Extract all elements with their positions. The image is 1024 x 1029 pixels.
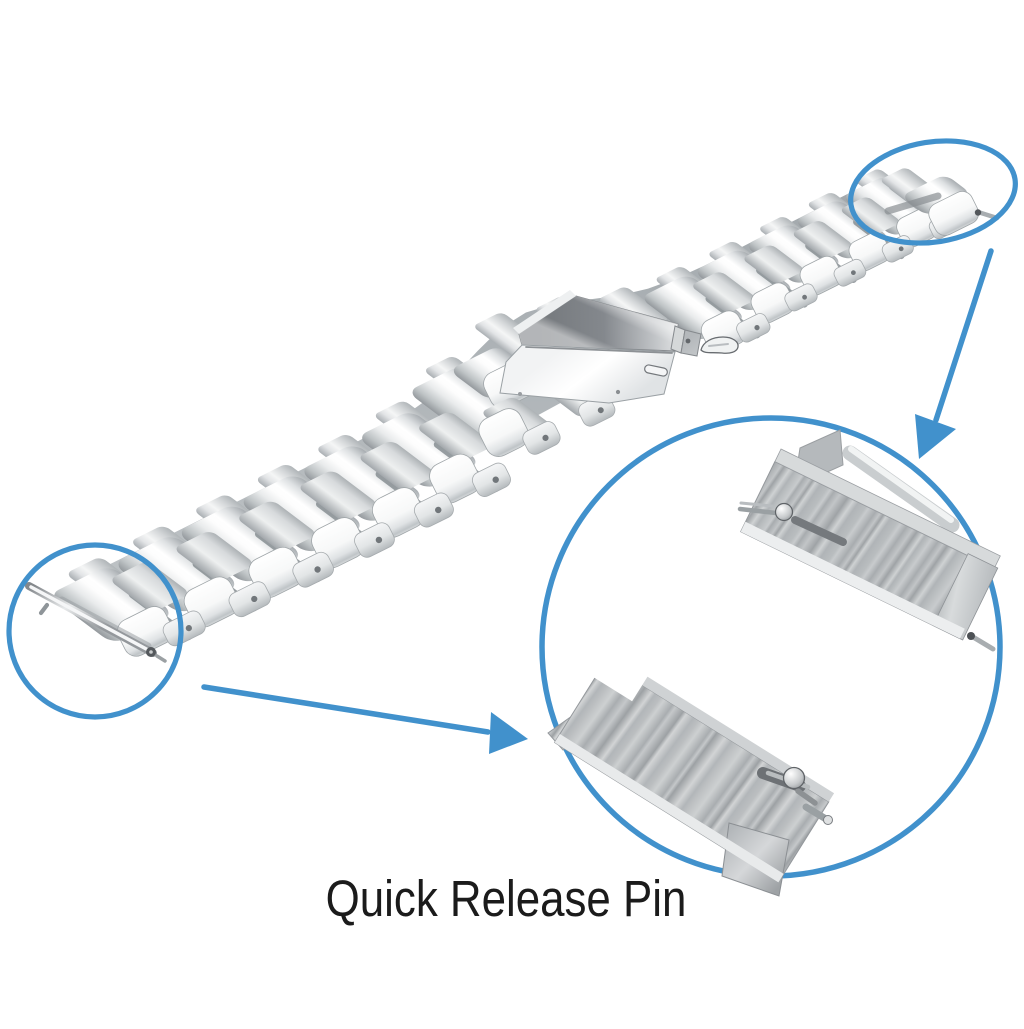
- svg-text:Quick Release Pin: Quick Release Pin: [326, 871, 687, 928]
